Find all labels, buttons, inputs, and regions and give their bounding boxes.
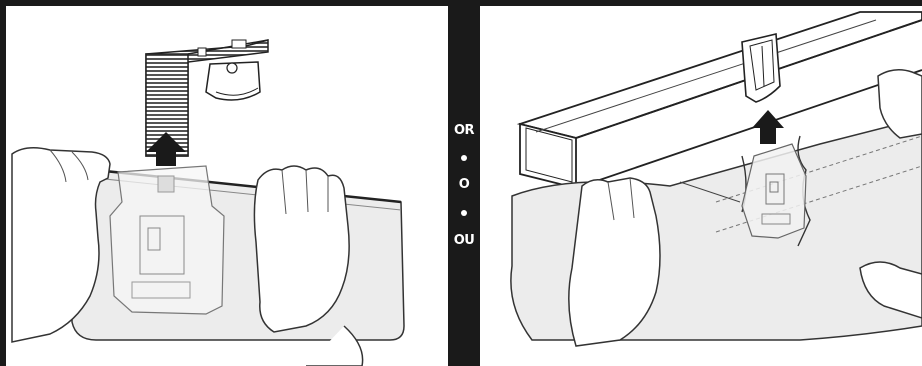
or-separator: OR O OU xyxy=(448,0,480,366)
illustration-right xyxy=(510,11,922,347)
illustration-left xyxy=(11,39,405,366)
panel-right-clip-removal xyxy=(480,6,922,366)
panel-left-bracket-removal xyxy=(6,6,448,366)
rail-clip xyxy=(741,33,781,103)
left-border xyxy=(0,0,6,366)
fabric-clip xyxy=(109,165,225,315)
or-label: OR xyxy=(453,123,475,138)
ou-label: OU xyxy=(453,233,475,248)
separator-dot xyxy=(461,210,467,216)
separator-dot xyxy=(461,155,467,161)
left-hand xyxy=(11,147,111,343)
arrow-up-icon xyxy=(752,110,784,144)
mounting-bracket xyxy=(145,39,269,157)
arrow-up-icon xyxy=(146,132,186,166)
o-label: O xyxy=(458,177,470,192)
headrail-rail xyxy=(516,11,922,190)
right-hand xyxy=(253,165,350,333)
left-hand xyxy=(568,177,661,347)
fabric-clip xyxy=(741,143,807,239)
right-hand xyxy=(877,69,922,139)
